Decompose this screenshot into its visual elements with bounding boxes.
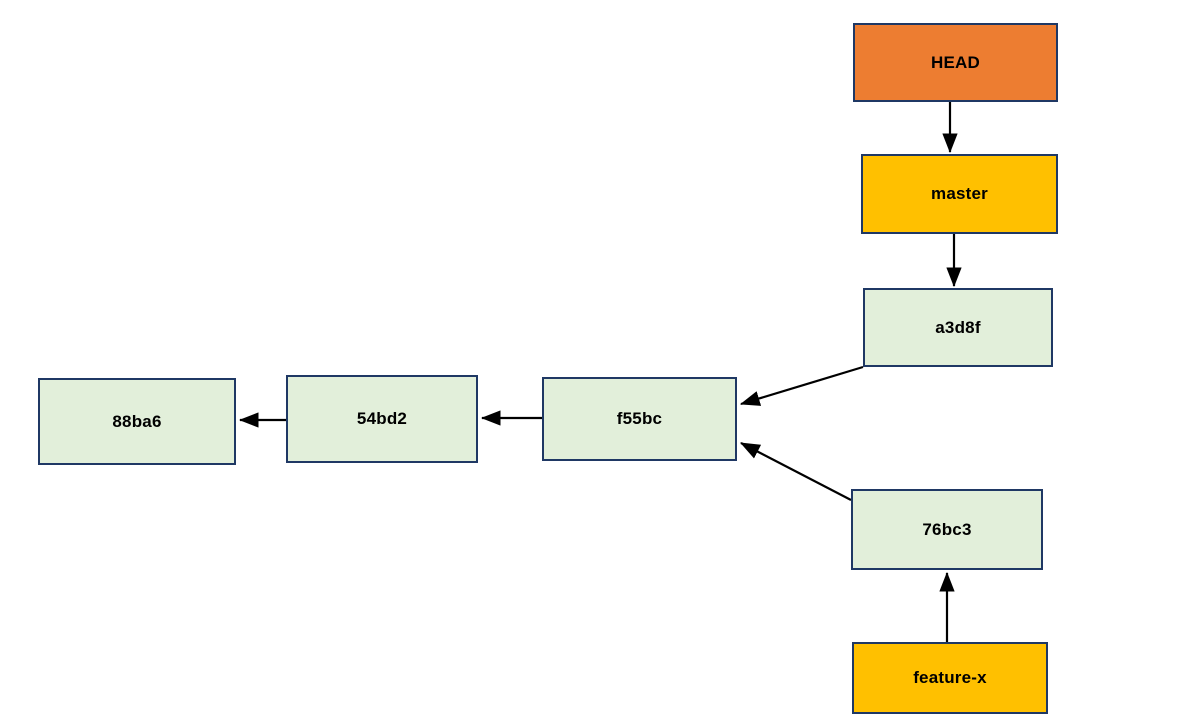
node-label-88ba6: 88ba6 <box>112 411 162 431</box>
node-76bc3[interactable]: 76bc3 <box>851 489 1043 570</box>
node-head[interactable]: HEAD <box>853 23 1058 102</box>
edge-76bc3-to-f55bc <box>740 442 852 501</box>
node-label-76bc3: 76bc3 <box>922 519 972 539</box>
node-label-f55bc: f55bc <box>616 409 663 428</box>
edge-a3d8f-to-f55bc <box>739 365 864 406</box>
node-label-head: HEAD <box>931 52 980 72</box>
node-label-master: master <box>931 184 988 203</box>
node-f55bc[interactable]: f55bc <box>542 377 737 461</box>
node-label-featurex: feature-x <box>913 668 987 687</box>
node-label-54bd2: 54bd2 <box>356 409 408 428</box>
node-label-a3d8f: a3d8f <box>935 317 981 337</box>
node-54bd2[interactable]: 54bd2 <box>286 375 478 463</box>
node-featurex[interactable]: feature-x <box>852 642 1048 714</box>
node-master[interactable]: master <box>861 154 1058 234</box>
node-88ba6[interactable]: 88ba6 <box>38 378 236 465</box>
node-a3d8f[interactable]: a3d8f <box>863 288 1053 367</box>
